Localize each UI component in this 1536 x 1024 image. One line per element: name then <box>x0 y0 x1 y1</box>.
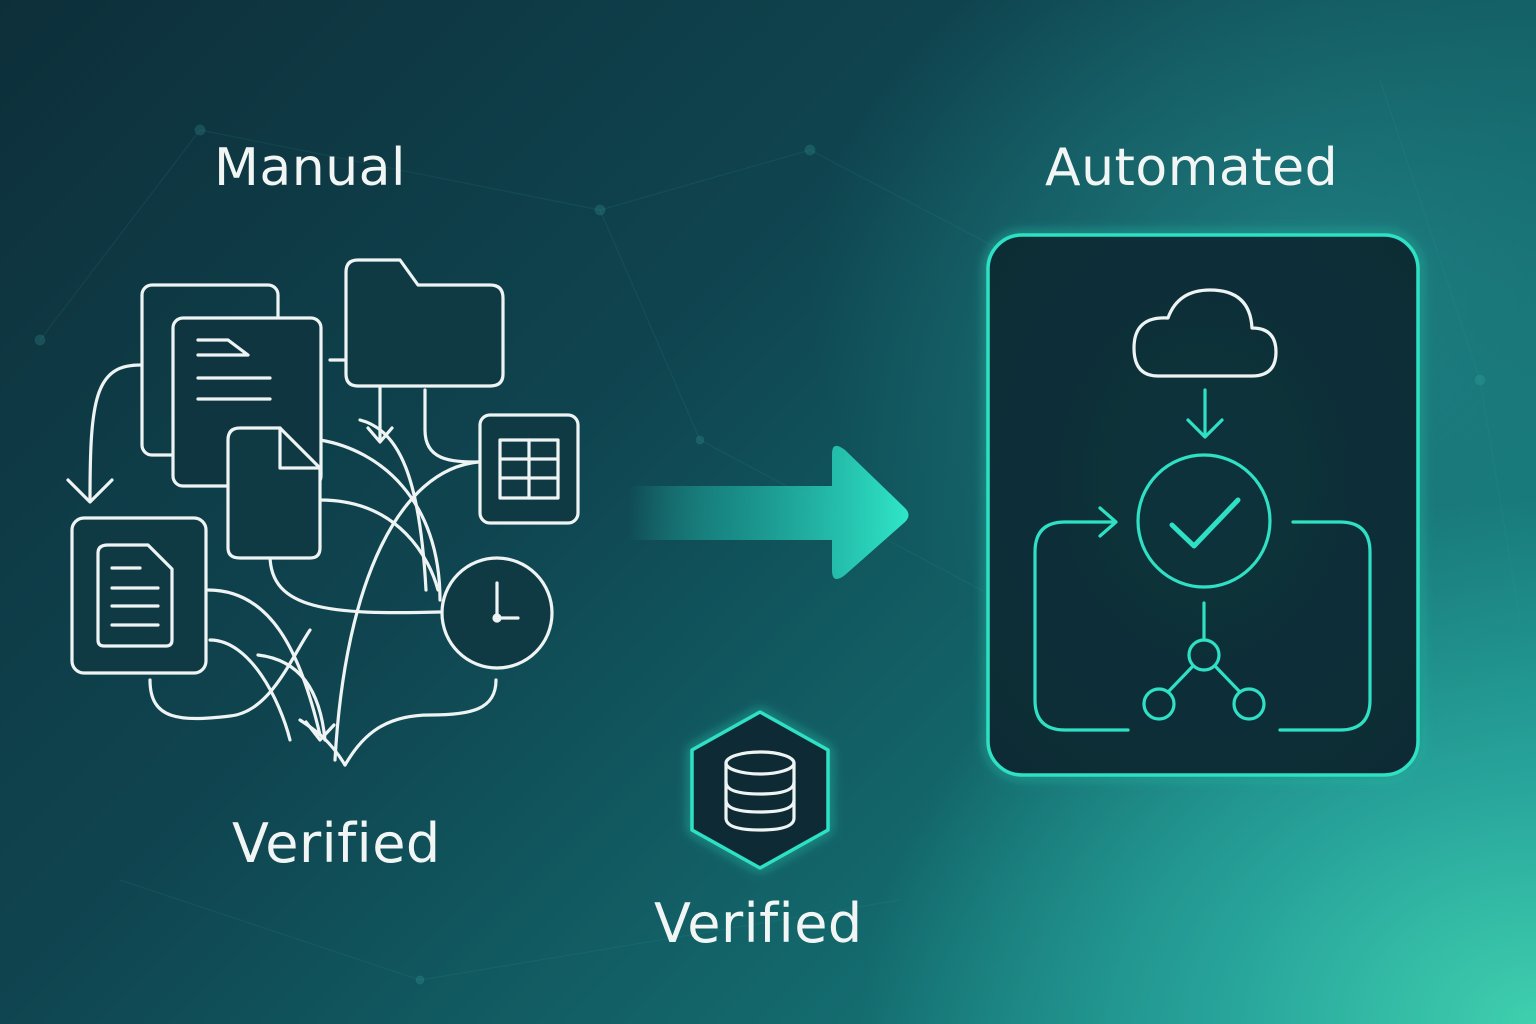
check-circle-icon <box>1136 453 1272 589</box>
automated-panel <box>986 233 1420 777</box>
hexagon-badge <box>690 710 830 870</box>
clock-icon <box>440 556 554 670</box>
loop-arrows <box>1033 506 1372 732</box>
branch-icon <box>1142 601 1266 721</box>
folder-icon <box>344 258 505 388</box>
tangled-arrows <box>66 358 498 767</box>
cloud-icon <box>1132 288 1278 378</box>
automated-title: Automated <box>1045 138 1339 198</box>
arrow-down-icon <box>1186 388 1224 439</box>
arrow-right-icon <box>628 445 909 579</box>
spreadsheet-icon <box>478 413 580 525</box>
verified-label-center: Verified <box>654 892 863 955</box>
manual-title: Manual <box>214 138 406 198</box>
document-icon <box>70 516 208 675</box>
database-icon <box>724 750 796 832</box>
automated-flow <box>1033 288 1372 732</box>
manual-cluster <box>66 258 580 767</box>
verified-label-left: Verified <box>232 812 441 875</box>
document-icon <box>226 426 322 560</box>
